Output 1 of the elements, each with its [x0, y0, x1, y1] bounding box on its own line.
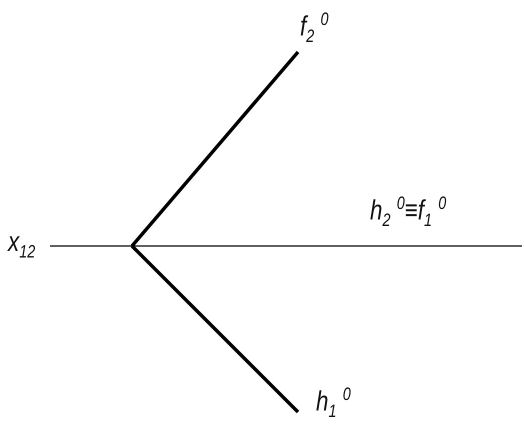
axis-label: x$_{12}$ — [8, 228, 36, 261]
